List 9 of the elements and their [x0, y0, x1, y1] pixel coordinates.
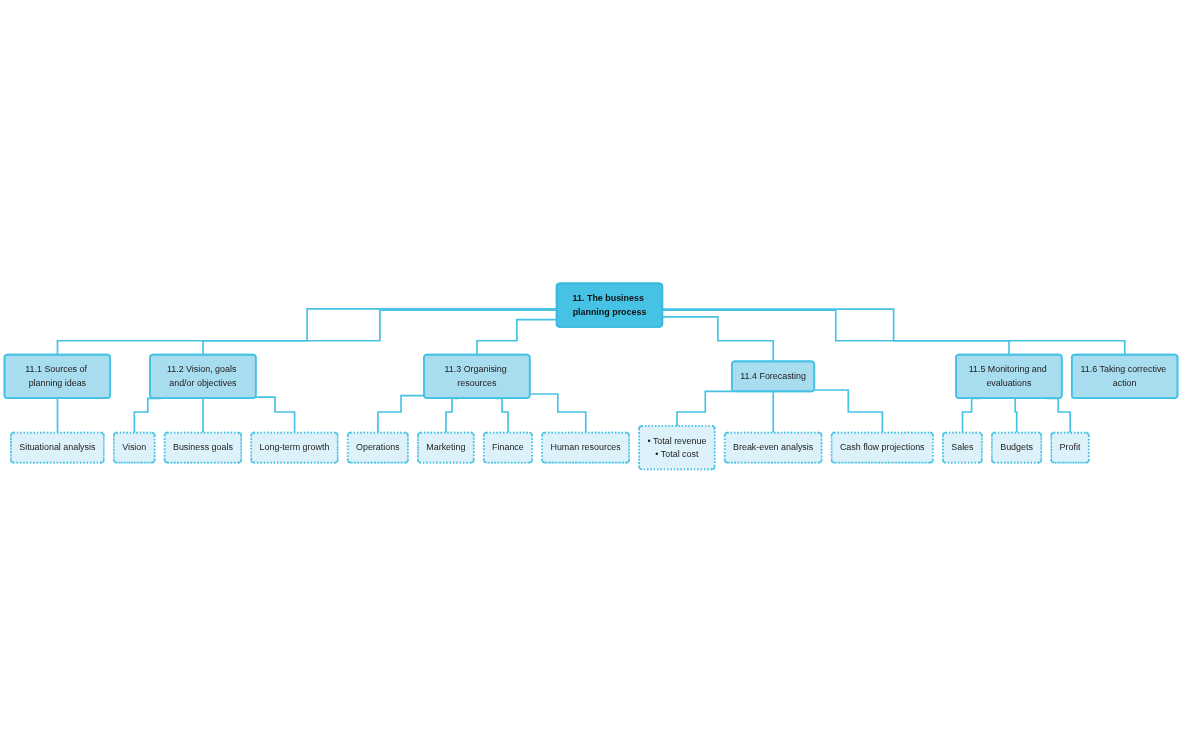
- connector: [56, 397, 59, 434]
- connector: [529, 392, 587, 434]
- connector: [254, 395, 296, 434]
- connector: [202, 397, 204, 434]
- connector: [813, 388, 884, 434]
- connector: [1013, 397, 1018, 434]
- connector: [377, 394, 426, 434]
- connector: [676, 390, 735, 427]
- connector: [772, 390, 775, 434]
